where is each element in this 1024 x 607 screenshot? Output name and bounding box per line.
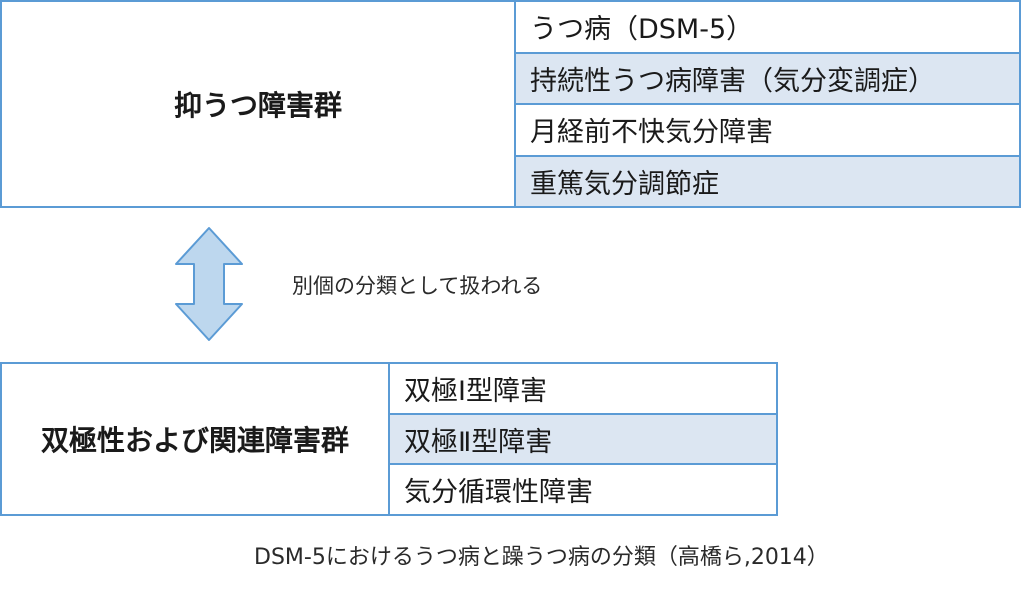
list-item: 月経前不快気分障害 — [516, 105, 1019, 157]
bipolar-disorders-title: 双極性および関連障害群 — [2, 364, 390, 514]
relation-label: 別個の分類として扱われる — [292, 274, 543, 298]
list-item: 双極Ⅰ型障害 — [390, 364, 776, 415]
list-item: 双極Ⅱ型障害 — [390, 414, 776, 466]
double-arrow-icon — [175, 227, 243, 341]
list-item: 持続性うつ病障害（気分変調症） — [516, 53, 1019, 105]
list-item: 気分循環性障害 — [404, 477, 593, 509]
list-item: 重篤気分調節症 — [516, 156, 1019, 206]
figure-caption: DSM-5におけるうつ病と躁うつ病の分類（高橋ら,2014） — [254, 545, 829, 570]
depressive-disorders-box: 抑うつ障害群 うつ病（DSM-5） 持続性うつ病障害（気分変調症） 月経前不快気… — [0, 0, 1021, 208]
bipolar-disorders-list: 双極Ⅰ型障害 双極Ⅱ型障害 気分循環性障害 — [390, 364, 776, 514]
list-item: うつ病（DSM-5） — [516, 2, 1019, 54]
depressive-disorders-title: 抑うつ障害群 — [2, 2, 516, 206]
depressive-disorders-list: うつ病（DSM-5） 持続性うつ病障害（気分変調症） 月経前不快気分障害 重篤気… — [516, 2, 1019, 206]
bipolar-disorders-box: 双極性および関連障害群 双極Ⅰ型障害 双極Ⅱ型障害 気分循環性障害 — [0, 362, 778, 516]
